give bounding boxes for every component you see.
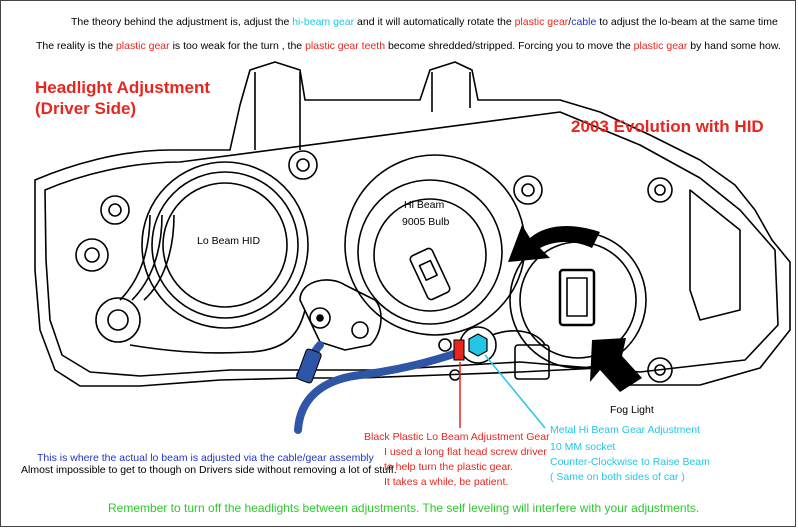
hi-beam-housing [344,154,526,336]
wire-harness [119,214,175,301]
adjustment-cable [294,341,464,434]
lo-beam-adjuster [299,279,382,351]
intro-line-2: The reality is the plastic gear is too w… [36,40,781,52]
hi-beam-label: Hi Beam [404,199,445,211]
red-note-3: to help turn the plastic gear. [384,461,513,473]
bulb-label: 9005 Bulb [402,216,450,228]
hi-beam-ring [357,179,503,325]
lo-beam-plastic-gear [453,339,465,361]
lo-beam-bulb [162,182,288,308]
hi-beam-inner [373,198,487,312]
boss-left-top [100,195,130,225]
fog-light-bulb [558,268,596,327]
intro-line1-run: cable [571,16,597,28]
intro-line2-run: plastic gear [633,40,688,52]
red-note-4: It takes a while, be patient. [384,476,509,488]
intro-line1-run: / [568,16,572,28]
footer-note: Remember to turn off the headlights betw… [108,501,700,515]
fog-bracket [689,189,741,321]
cyan-note-3: Counter-Clockwise to Raise Beam [550,456,710,468]
housing-inner [44,111,779,377]
hi-beam-gear-nut [468,333,488,357]
intro-line2-run: by hand some how. [687,40,781,52]
intro-line1-run: to adjust the lo-beam at the same time [596,16,778,28]
intro-line2-run: plastic gear teeth [305,40,386,52]
boss-right-top [647,177,673,203]
boss-right-low [647,357,673,383]
cable-note-black: Almost impossible to get to though on Dr… [21,464,397,476]
intro-line2-run: plastic gear [115,40,170,52]
fog-connector [514,344,550,380]
boss-top-right [513,175,543,205]
model-title: 2003 Evolution with HID [571,117,764,136]
intro-line2-run: The reality is the [36,40,116,52]
cyan-note-4: ( Same on both sides of car ) [550,471,685,483]
intro-line2-run: become shredded/stripped. Forcing you to… [385,40,634,52]
housing-outline [34,61,791,387]
cable-clip [296,348,322,384]
intro-line1-run: and it will automatically rotate the [354,16,515,28]
top-tab-left [254,72,301,150]
cyan-note-2: 10 MM socket [550,441,616,453]
red-note-2: I used a long flat head screw driver [384,446,547,458]
fog-light-label: Fog Light [610,404,654,416]
intro-line1-run: plastic gear [514,16,569,28]
intro-line1-run: hi-beam gear [292,16,355,28]
red-note-1: Black Plastic Lo Beam Adjustment Gear [364,431,550,443]
lo-beam-ring [151,171,299,319]
lo-beam-label: Lo Beam HID [197,235,261,247]
lo-beam-housing [141,161,309,329]
title-line-1: Headlight Adjustment [35,78,211,97]
rotate-arrow-icon [508,225,600,262]
title-line-2: (Driver Side) [35,99,137,118]
boss-left-mid [75,238,109,272]
intro-line1-run: The theory behind the adjustment is, adj… [71,16,293,28]
pointer-cyan [484,354,546,429]
raise-beam-arrow-icon [590,338,642,392]
top-tab-right [431,72,471,112]
cable-note-blue: This is where the actual lo beam is adju… [37,452,374,464]
intro-line2-run: is too weak for the turn , the [169,40,306,52]
cyan-note-1: Metal Hi Beam Gear Adjustment [550,424,700,436]
intro-line-1: The theory behind the adjustment is, adj… [71,16,778,28]
hi-beam-bulb [409,247,451,301]
boss-left-low [95,297,141,343]
screw-lower-right [438,338,452,352]
boss-top-mid [288,150,318,180]
